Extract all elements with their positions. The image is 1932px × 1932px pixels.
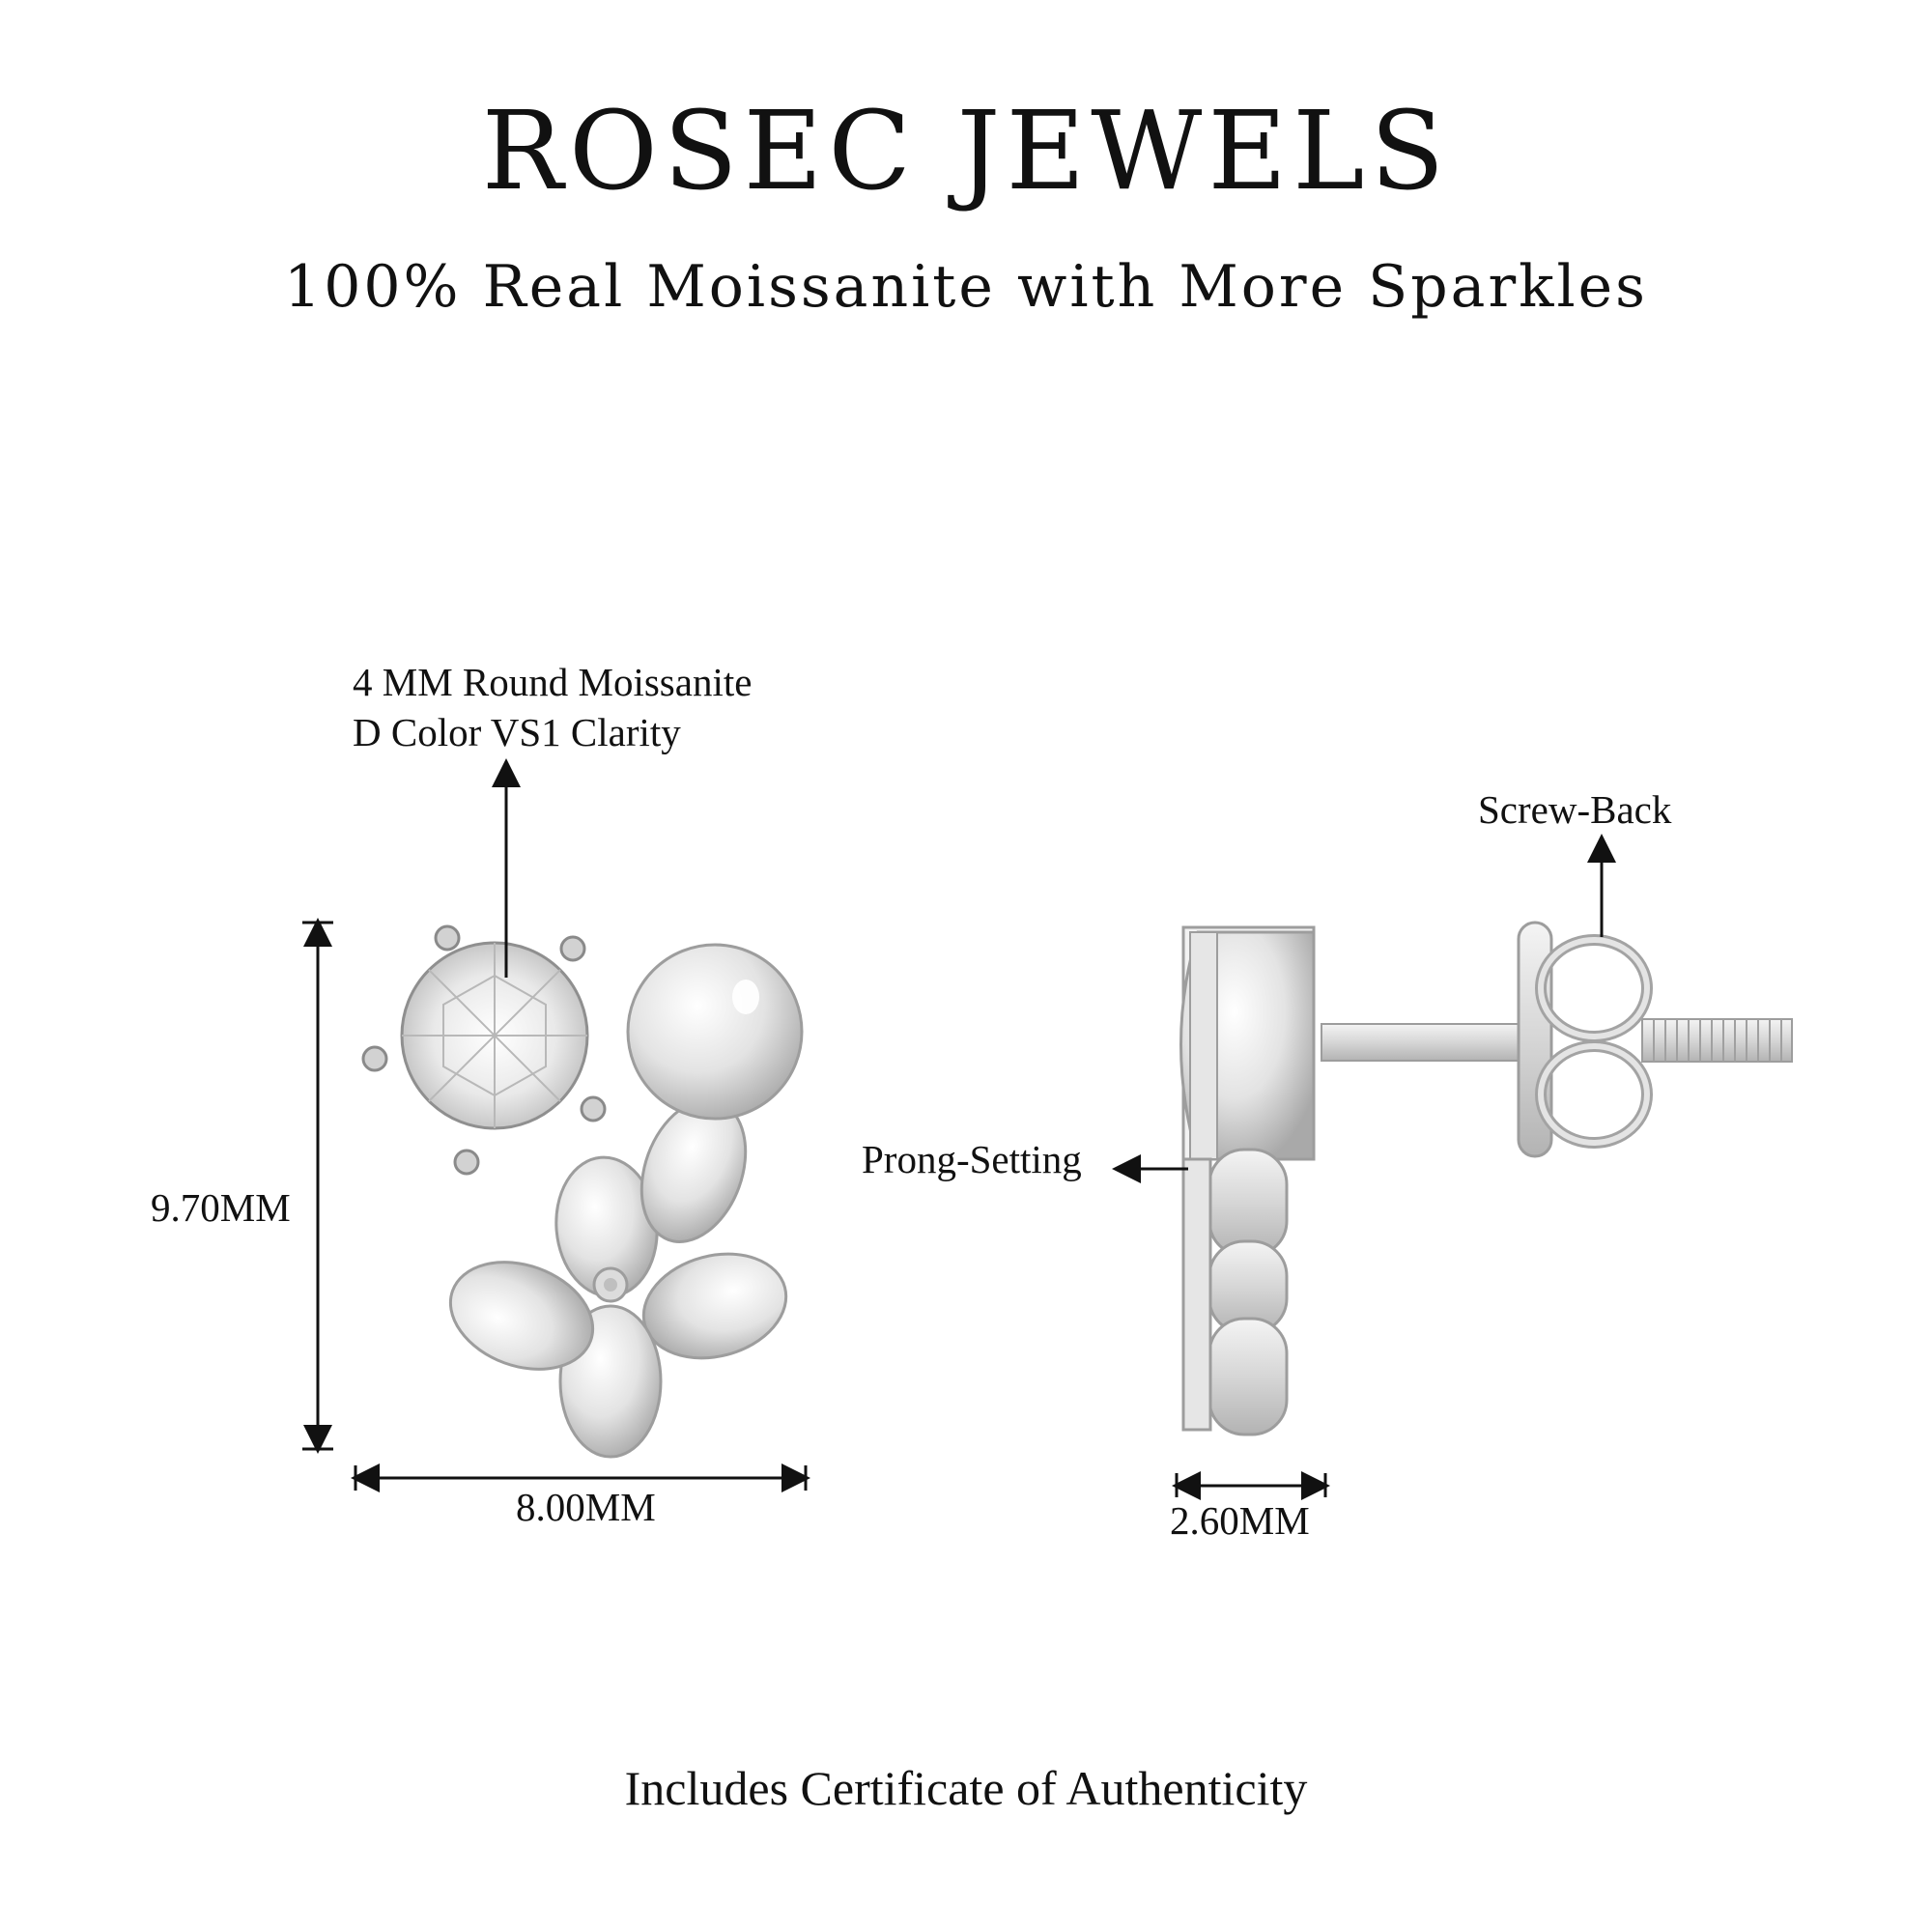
earring-post [1321, 1023, 1535, 1062]
depth-label: 2.60MM [1170, 1498, 1310, 1543]
side-view [1179, 921, 1793, 1436]
depth-dimension-line [1172, 1471, 1330, 1500]
front-view [361, 924, 804, 1459]
annotations [302, 758, 1616, 1500]
flower-side [1181, 1148, 1289, 1436]
prong-setting-label: Prong-Setting [862, 1137, 1082, 1181]
flower [448, 1098, 788, 1459]
height-dimension-line [302, 918, 333, 1454]
prongs [361, 924, 607, 1176]
threaded-screw [1641, 1018, 1793, 1063]
height-label: 9.70MM [151, 1185, 291, 1230]
tagline: 100% Real Moissanite with More Sparkles [284, 253, 1648, 321]
screw-back [1517, 921, 1653, 1158]
earring-head-side [1179, 925, 1316, 1161]
stone-spec-line-2: D Color VS1 Clarity [353, 710, 681, 754]
screw-back-label: Screw-Back [1478, 787, 1672, 832]
width-dimension-line [351, 1463, 810, 1492]
certificate-note: Includes Certificate of Authenticity [624, 1761, 1308, 1815]
petal-left [448, 1261, 595, 1371]
width-label: 8.00MM [516, 1485, 656, 1529]
metal-ball [626, 943, 804, 1121]
stone-spec-line-1: 4 MM Round Moissanite [353, 660, 753, 704]
brand-title: ROSEC JEWELS [481, 89, 1451, 214]
